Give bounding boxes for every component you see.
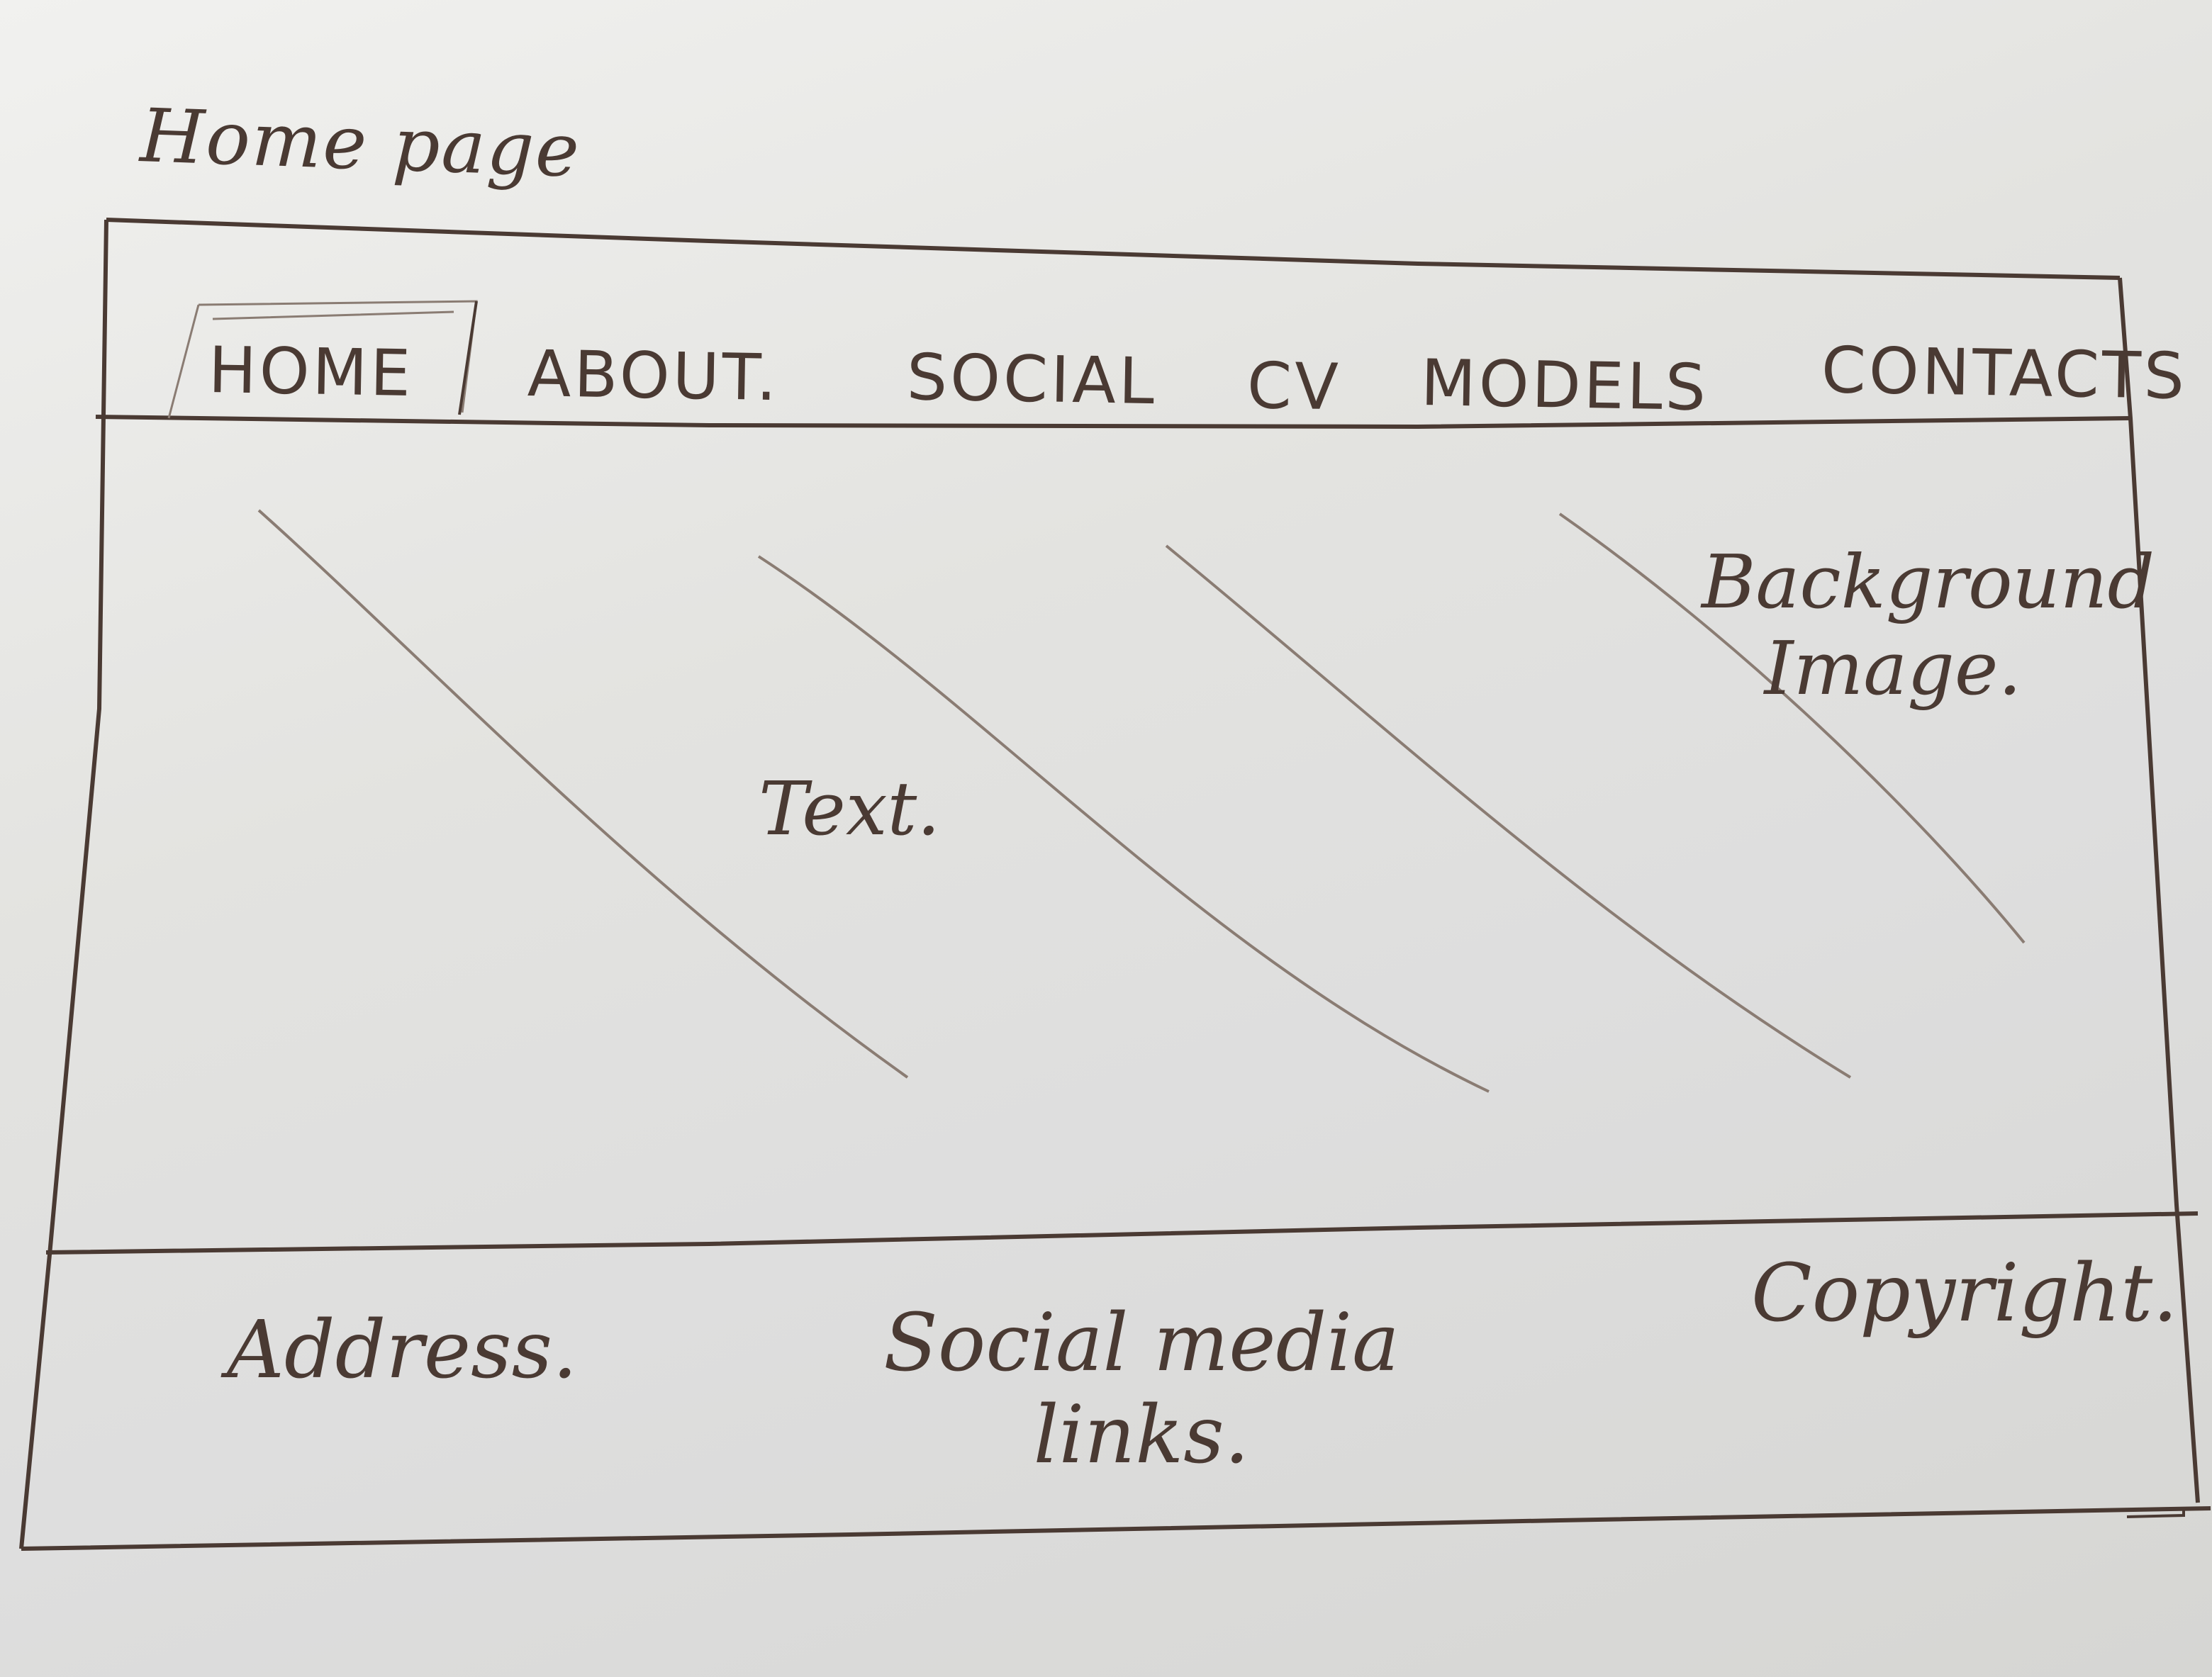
frame-left-border bbox=[19, 219, 108, 1549]
nav-item-about[interactable]: ABOUT. bbox=[527, 337, 781, 416]
frame-right-border bbox=[2118, 277, 2200, 1503]
nav-home-highlight-edge bbox=[458, 301, 478, 415]
background-hatch-line bbox=[1558, 512, 2026, 944]
nav-item-contacts[interactable]: CONTACTS bbox=[1821, 333, 2188, 414]
footer-social-line2: links. bbox=[1033, 1389, 1250, 1481]
background-image-placeholder: Background Image. bbox=[1702, 539, 2155, 712]
nav-item-models[interactable]: MODELS bbox=[1420, 346, 1709, 426]
footer-copyright: Copyright. bbox=[1751, 1247, 2178, 1340]
frame-corner-mark bbox=[2126, 1506, 2185, 1518]
nav-item-social[interactable]: SOCIAL bbox=[906, 340, 1158, 420]
footer-social-links: Social media links. bbox=[851, 1297, 1432, 1481]
nav-item-home[interactable]: HOME bbox=[208, 333, 415, 412]
footer-address: Address. bbox=[227, 1304, 578, 1396]
background-hatch-line bbox=[257, 509, 909, 1079]
frame-bottom-border bbox=[21, 1506, 2211, 1551]
frame-top-border bbox=[106, 218, 2121, 280]
hero-text-placeholder: Text. bbox=[759, 765, 941, 852]
nav-item-cv[interactable]: CV bbox=[1246, 349, 1342, 425]
background-hatch-line bbox=[757, 555, 1490, 1093]
footer-divider bbox=[45, 1211, 2199, 1255]
background-image-label-line2: Image. bbox=[1764, 625, 2022, 712]
footer-social-line1: Social media bbox=[883, 1297, 1400, 1389]
background-hatch-line bbox=[1165, 544, 1852, 1079]
nav-bar-divider bbox=[95, 415, 2131, 430]
background-image-label-line1: Background bbox=[1702, 539, 2155, 625]
